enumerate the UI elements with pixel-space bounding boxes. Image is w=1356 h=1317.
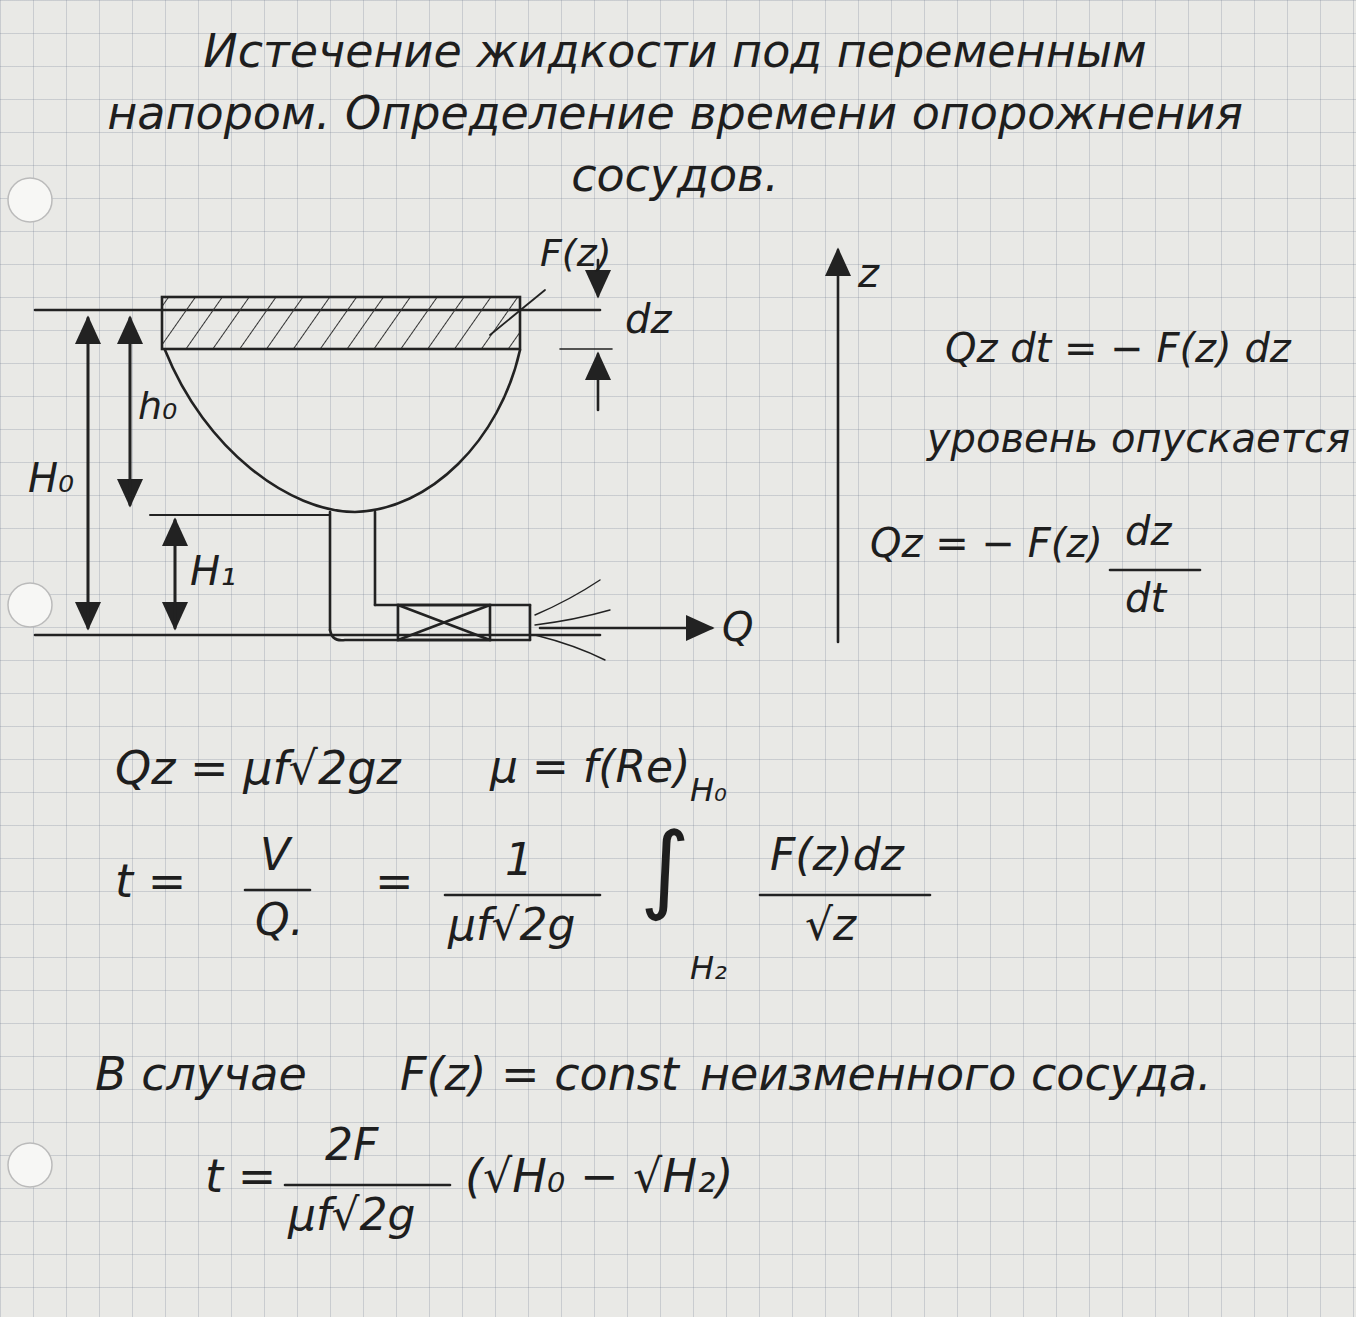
formula: Qz dt = − F(z) dz bbox=[945, 325, 1291, 371]
formula: Qz = μf√2gz bbox=[115, 742, 401, 795]
formula: F(z) = const bbox=[400, 1048, 679, 1101]
page-title: Истечение жидкости под переменным напоро… bbox=[95, 20, 1255, 206]
formula: dz bbox=[1125, 508, 1171, 554]
formula: = bbox=[375, 855, 414, 908]
formula: dt bbox=[1125, 575, 1166, 621]
dimension-label: dz bbox=[625, 296, 671, 342]
note: неизменного сосуда. bbox=[700, 1048, 1212, 1101]
note: уровень опускается bbox=[927, 415, 1350, 461]
integral-sign: ∫ bbox=[640, 820, 690, 916]
integral-limit: H₀ bbox=[690, 772, 727, 809]
formula: V bbox=[260, 830, 290, 881]
formula: t = bbox=[205, 1150, 276, 1203]
formula: t = bbox=[115, 855, 186, 908]
dimension-label: h₀ bbox=[138, 385, 177, 429]
axis-label: z bbox=[858, 250, 879, 296]
formula: 2F bbox=[325, 1120, 378, 1171]
note: В случае bbox=[95, 1048, 307, 1101]
formula: F(z)dz bbox=[770, 830, 904, 881]
integral-limit: H₂ bbox=[690, 950, 727, 987]
part-label: F(z) bbox=[540, 232, 611, 276]
formula: 1 bbox=[505, 835, 533, 886]
dimension-label: H₀ bbox=[28, 455, 74, 501]
flow-label: Q bbox=[722, 604, 753, 650]
formula: Qz = − F(z) bbox=[870, 520, 1103, 566]
formula: μ = f(Re) bbox=[490, 742, 690, 793]
formula: √z bbox=[805, 900, 856, 951]
formula: Q. bbox=[255, 895, 304, 946]
formula: μf√2g bbox=[448, 900, 575, 951]
formula: μf√2g bbox=[288, 1190, 415, 1241]
formula: (√H₀ − √H₂) bbox=[465, 1150, 733, 1203]
dimension-label: H₁ bbox=[190, 548, 236, 594]
